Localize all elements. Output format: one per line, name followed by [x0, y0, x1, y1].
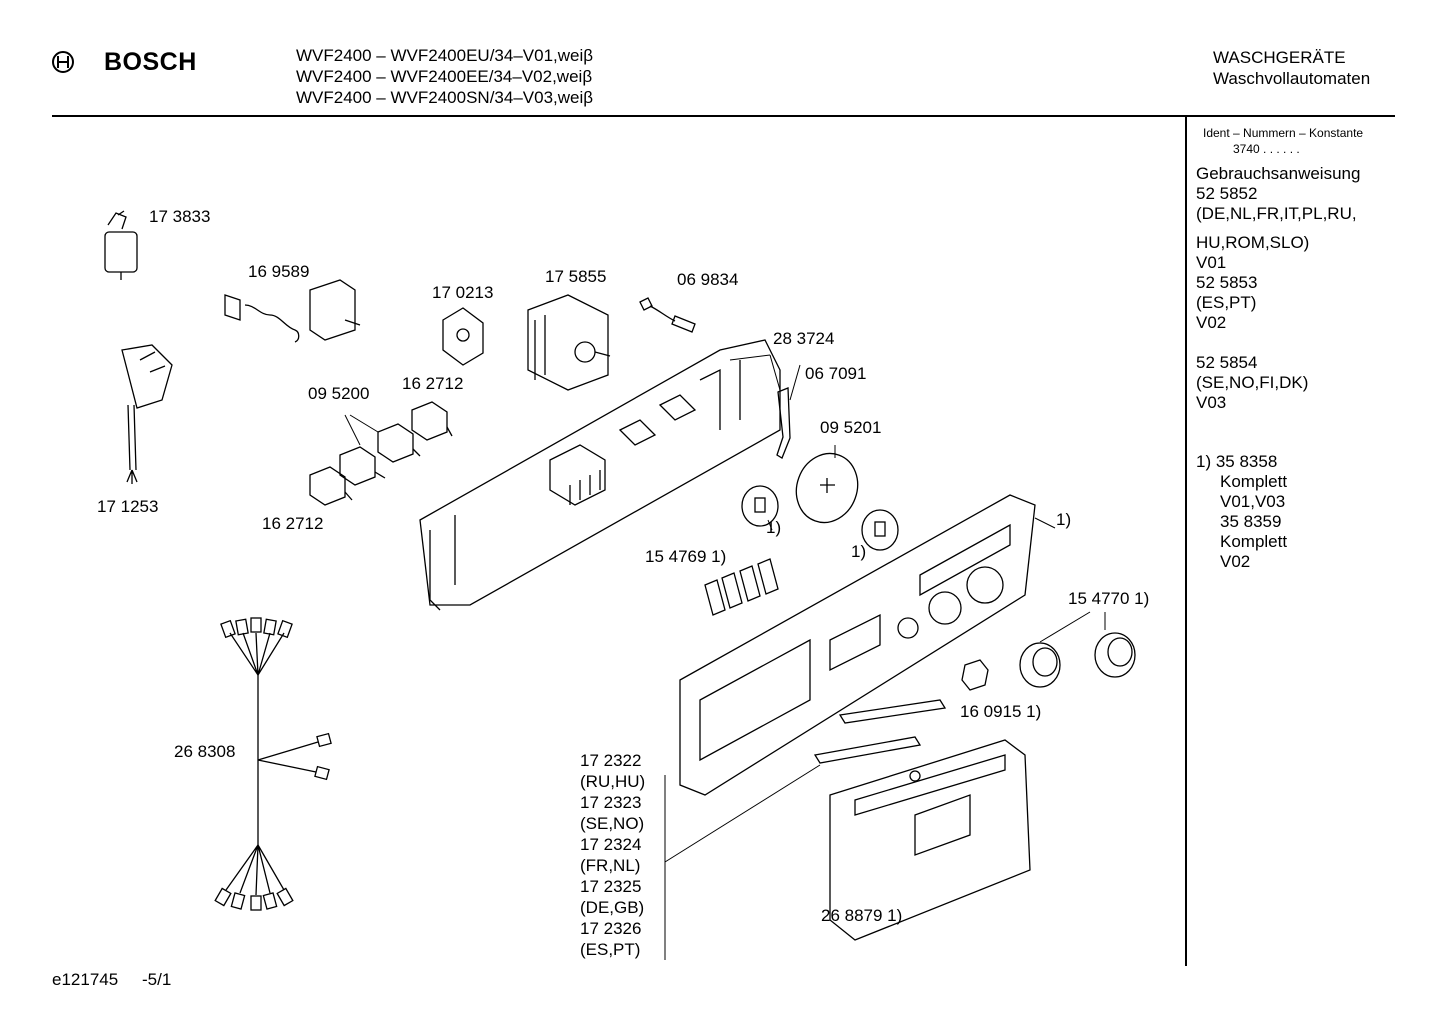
switch-disc-part	[795, 452, 859, 524]
part-label: 15 4769 1)	[645, 547, 727, 566]
variant-label: (DE,GB)	[580, 898, 645, 917]
part-label: 09 5201	[820, 418, 882, 437]
part-label: 26 8308	[174, 742, 236, 761]
brand-name: BOSCH	[104, 48, 197, 76]
part-label: 16 2712	[262, 514, 324, 533]
sidebar-line: (SE,NO,FI,DK)	[1196, 373, 1309, 392]
part-label: 16 0915 1)	[960, 702, 1042, 721]
decor-strip-part-1	[838, 699, 947, 724]
variant-label: 17 2322	[580, 751, 642, 770]
control-knob-part-1	[1019, 642, 1061, 688]
part-label: 1)	[1056, 510, 1072, 529]
part-label: 17 1253	[97, 497, 159, 516]
part-label: 28 3724	[773, 329, 835, 348]
document-code: e121745	[52, 970, 119, 989]
dispenser-handle-part	[829, 739, 1031, 941]
sidebar-line: V03	[1196, 393, 1227, 412]
ident-value: 3740 . . . . . .	[1233, 142, 1300, 156]
sidebar-line: Komplett	[1220, 472, 1288, 491]
sidebar-line: HU,ROM,SLO)	[1196, 233, 1310, 252]
programmer-part	[527, 294, 611, 391]
variant-label: 17 2324	[580, 835, 642, 854]
variant-label: (RU,HU)	[580, 772, 646, 791]
microswitch-part-3	[377, 423, 421, 463]
sidebar-line: (ES,PT)	[1196, 293, 1257, 312]
page-number: -5/1	[142, 970, 172, 989]
model-line-1: WVF2400 – WVF2400EU/34–V01,weiβ	[296, 46, 594, 65]
part-label: 06 7091	[805, 364, 867, 383]
variant-label: (FR,NL)	[580, 856, 641, 875]
part-label: 09 5200	[308, 384, 370, 403]
knob-holder-part-2	[861, 509, 899, 551]
sidebar-line: V01,V03	[1220, 492, 1286, 511]
sidebar-line: V02	[1220, 552, 1251, 571]
thermostat-part	[224, 279, 361, 343]
push-buttons-part	[704, 558, 779, 616]
power-plug-part	[121, 344, 173, 484]
part-label: 17 3833	[149, 207, 211, 226]
category-subtitle: Waschvollautomaten	[1213, 69, 1371, 88]
sidebar-line: 35 8359	[1220, 512, 1282, 531]
part-label: 1)	[851, 542, 867, 561]
model-line-3: WVF2400 – WVF2400SN/34–V03,weiβ	[296, 88, 594, 107]
microswitch-part-1	[309, 466, 353, 506]
sidebar-line: 52 5853	[1196, 273, 1258, 292]
decor-strip-part-2	[813, 736, 922, 764]
variant-label: 17 2326	[580, 919, 642, 938]
indicator-lamp-part	[639, 297, 696, 333]
control-knob-part-2	[1094, 632, 1136, 678]
variant-label: 17 2323	[580, 793, 642, 812]
variant-label: (SE,NO)	[580, 814, 645, 833]
microswitch-part-4	[411, 401, 453, 441]
sidebar-line: V02	[1196, 313, 1227, 332]
sidebar-line: 1) 35 8358	[1196, 452, 1278, 471]
microswitch-part-2	[339, 446, 386, 486]
control-panel-frame-part	[419, 339, 781, 611]
sidebar-line: 52 5852	[1196, 184, 1258, 203]
model-line-2: WVF2400 – WVF2400EE/34–V02,weiβ	[296, 67, 593, 86]
category-title: WASCHGERÄTE	[1213, 48, 1346, 67]
part-label: 26 8879 1)	[821, 906, 903, 925]
sidebar-line: 52 5854	[1196, 353, 1258, 372]
part-label: 1)	[766, 518, 782, 537]
variant-label: 17 2325	[580, 877, 642, 896]
sidebar-line: V01	[1196, 253, 1227, 272]
part-label: 16 2712	[402, 374, 464, 393]
part-label: 15 4770 1)	[1068, 589, 1150, 608]
sidebar-line: Gebrauchsanweisung	[1196, 164, 1361, 183]
part-label: 16 9589	[248, 262, 310, 281]
bracket-part	[776, 387, 791, 459]
knob-holder-part-1	[741, 485, 779, 527]
ident-label: Ident – Nummern – Konstante	[1203, 126, 1364, 140]
part-label: 06 9834	[677, 270, 739, 289]
small-knob-part	[961, 659, 989, 691]
part-label: 17 0213	[432, 283, 494, 302]
part-label: 17 5855	[545, 267, 607, 286]
variant-label: (ES,PT)	[580, 940, 641, 959]
bosch-logo-icon	[52, 51, 74, 73]
capacitor-part	[104, 210, 138, 280]
sidebar-line: (DE,NL,FR,IT,PL,RU,	[1196, 204, 1357, 223]
facia-panel-part	[679, 494, 1036, 796]
switch-part	[442, 307, 484, 366]
sidebar-line: Komplett	[1220, 532, 1288, 551]
wiring-harness-part	[214, 617, 332, 911]
